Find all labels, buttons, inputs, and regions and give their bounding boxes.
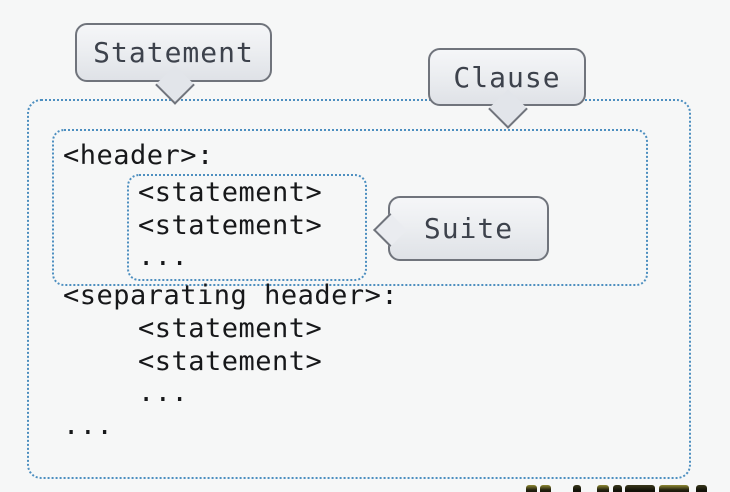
code-line-ellipsis-2: ... xyxy=(138,377,189,408)
suite-callout: Suite xyxy=(388,196,549,261)
cropped-artifact xyxy=(659,485,689,492)
clause-callout: Clause xyxy=(428,48,586,106)
code-line-separating-header: <separating header>: xyxy=(63,280,399,311)
cropped-artifact xyxy=(526,485,537,492)
suite-callout-label: Suite xyxy=(423,212,514,245)
code-line-statement-3: <statement> xyxy=(138,313,323,344)
code-line-ellipsis-suite: ... xyxy=(138,241,189,272)
code-line-statement-1: <statement> xyxy=(138,177,323,208)
cropped-artifact xyxy=(613,485,622,492)
code-line-ellipsis-outer: ... xyxy=(63,410,114,441)
cropped-artifact xyxy=(625,485,655,492)
clause-region-box xyxy=(52,129,648,286)
code-line-statement-4: <statement> xyxy=(138,346,323,377)
statement-region-box xyxy=(27,99,691,479)
code-line-statement-2: <statement> xyxy=(138,210,323,241)
statement-callout-label: Statement xyxy=(93,36,254,69)
code-line-header: <header>: xyxy=(63,140,214,171)
cropped-artifact xyxy=(696,485,707,492)
clause-callout-label: Clause xyxy=(453,60,561,94)
cropped-artifact xyxy=(597,485,609,492)
cropped-artifact xyxy=(540,485,551,492)
statement-callout: Statement xyxy=(75,23,272,82)
suite-region-box xyxy=(127,174,367,281)
cropped-artifact xyxy=(573,485,581,492)
